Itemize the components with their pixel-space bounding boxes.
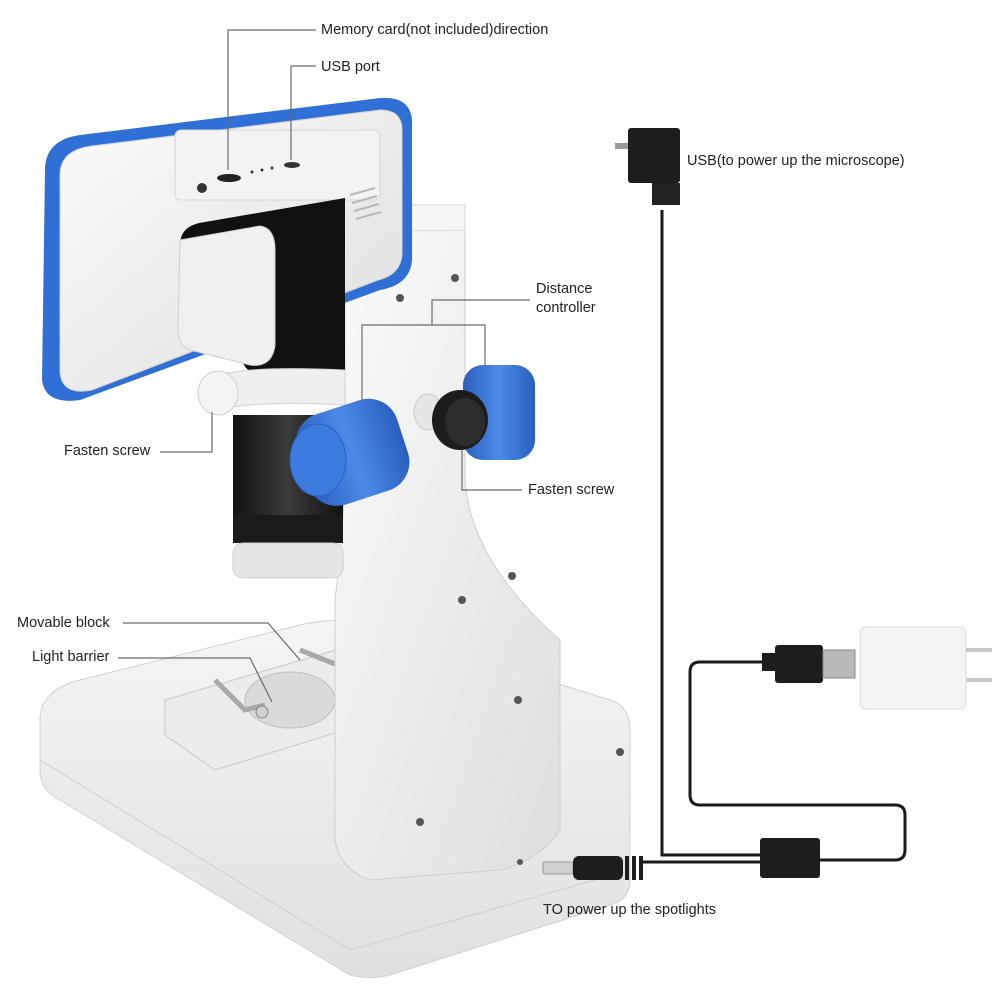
- label-usb-port: USB port: [321, 59, 380, 75]
- label-fasten-screw-left: Fasten screw: [64, 443, 151, 459]
- label-distance-controller-line1: Distance: [536, 281, 593, 297]
- usb-a-plug: [762, 645, 856, 683]
- label-fasten-screw-right: Fasten screw: [528, 482, 615, 498]
- label-usb-power: USB(to power up the microscope): [687, 153, 905, 169]
- distance-controller-knob-left: [289, 398, 410, 506]
- label-spotlights-power: TO power up the spotlights: [543, 902, 717, 918]
- label-light-barrier: Light barrier: [32, 649, 110, 665]
- label-distance-controller-line2: controller: [536, 300, 596, 316]
- dc-barrel-plug: [542, 856, 643, 880]
- fasten-screw-right-knob: [413, 390, 488, 450]
- label-movable-block: Movable block: [17, 615, 110, 631]
- power-cables: [640, 210, 907, 864]
- label-memory-card: Memory card(not included)direction: [321, 22, 549, 38]
- cable-splitter: [760, 838, 820, 878]
- wall-adapter: [859, 626, 992, 710]
- leader-lines: [118, 29, 530, 703]
- micro-usb-connector: [615, 128, 680, 205]
- camera-body: [177, 198, 346, 579]
